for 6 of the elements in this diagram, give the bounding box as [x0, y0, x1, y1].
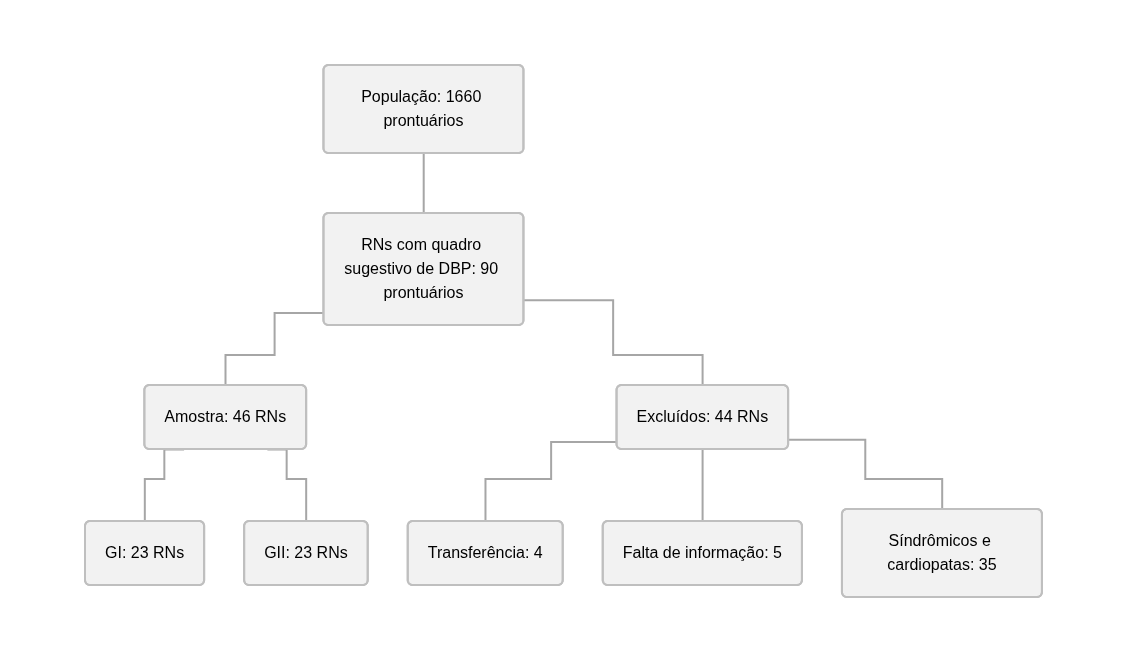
connector: [422, 152, 425, 214]
connector: [787, 438, 943, 510]
connector: [265, 448, 307, 522]
connector: [701, 448, 704, 522]
connector: [143, 448, 185, 522]
connector: [522, 298, 704, 386]
